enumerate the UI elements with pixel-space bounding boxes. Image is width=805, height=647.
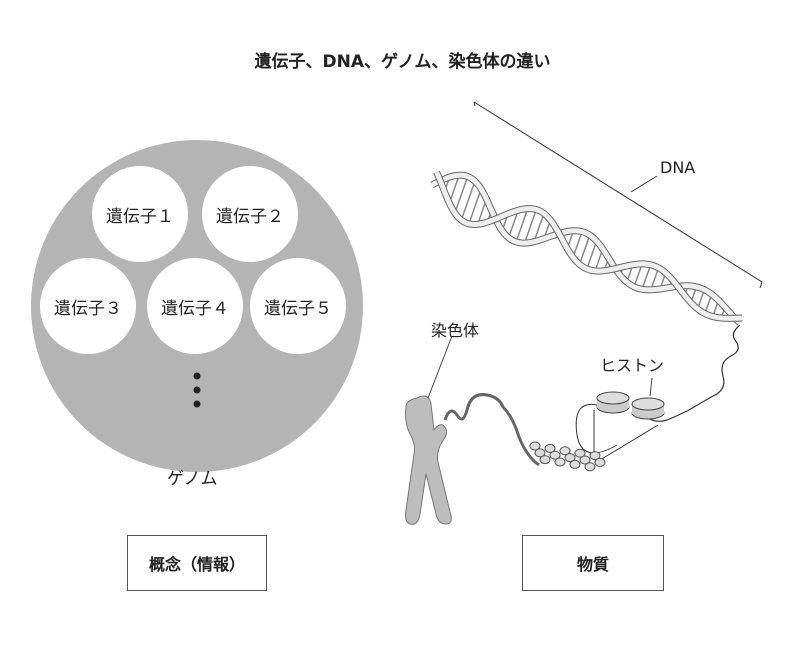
nucleosome	[569, 459, 581, 469]
dna-fiber	[644, 324, 741, 422]
diagram-title: 遺伝子、DNA、ゲノム、染色体の違い	[254, 52, 551, 72]
histone-label: ヒストン	[600, 356, 665, 375]
base-pair	[578, 234, 591, 265]
nucleosome	[544, 443, 556, 453]
gene-3: 遺伝子３	[40, 258, 136, 354]
base-pair	[460, 180, 476, 221]
base-pair	[633, 263, 643, 288]
base-pair	[454, 176, 469, 214]
histone-leader	[649, 377, 653, 397]
dna-leader	[630, 175, 658, 193]
gene-2: 遺伝子２	[202, 166, 298, 262]
nucleosome	[554, 457, 566, 467]
base-pair	[523, 209, 538, 244]
base-pair	[641, 264, 652, 290]
gene-5: 遺伝子５	[250, 258, 346, 354]
base-pair	[650, 267, 660, 291]
ellipsis-dots	[193, 372, 201, 408]
nucleosome	[584, 462, 596, 472]
base-pair	[468, 188, 482, 225]
substance-box: 物質	[522, 535, 664, 591]
chromatin-fiber	[529, 441, 606, 472]
base-pair	[572, 231, 583, 258]
nucleosome	[589, 451, 601, 461]
nucleosome	[564, 453, 576, 463]
base-pair	[586, 240, 598, 270]
concept-box: 概念（情報）	[127, 535, 267, 591]
dna-label: DNA	[660, 158, 696, 177]
chromosome-label: 染色体	[431, 321, 480, 340]
dna-bracket	[473, 101, 763, 289]
nucleosome	[529, 441, 541, 451]
chromosome-leader	[427, 335, 453, 399]
base-pair	[533, 213, 545, 242]
histone-icon	[596, 391, 665, 420]
base-pair	[515, 208, 529, 243]
gene-4: 遺伝子４	[147, 258, 243, 354]
nucleosome	[539, 455, 551, 465]
nucleosome	[549, 450, 561, 460]
chromosome-icon	[405, 395, 452, 525]
genome-label: ゲノム	[167, 469, 218, 489]
nucleosome	[534, 448, 546, 458]
nucleosome	[559, 446, 571, 456]
gene-1: 遺伝子１	[92, 166, 188, 262]
base-pair	[507, 209, 519, 239]
dna-helix	[430, 170, 743, 326]
nucleosome	[579, 455, 591, 465]
nucleosome	[574, 448, 586, 458]
nucleosome	[594, 457, 606, 467]
